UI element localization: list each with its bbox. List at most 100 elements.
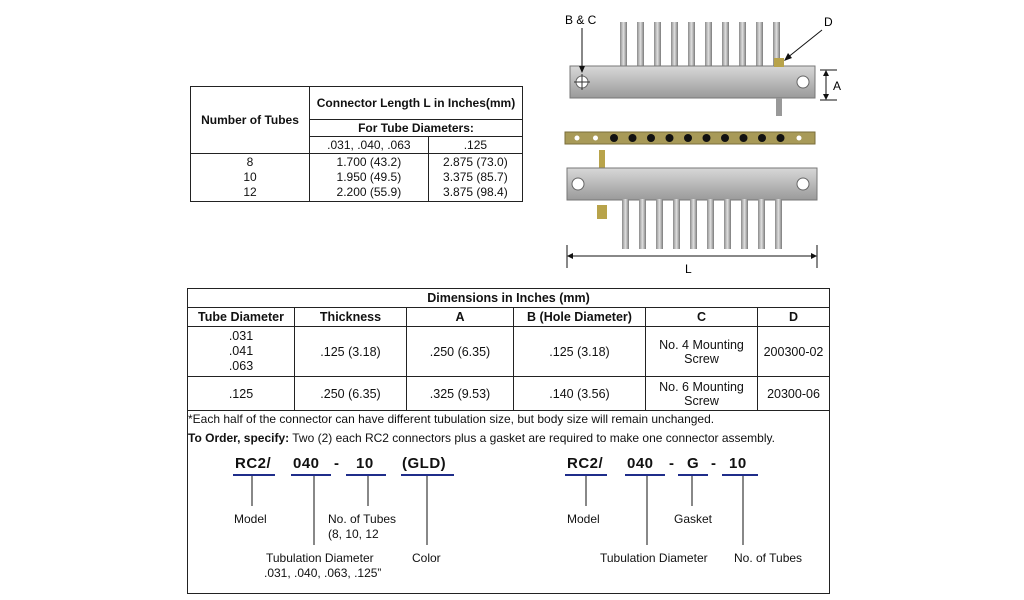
code1-label-tubes: No. of Tubes (328, 512, 397, 526)
code2-label-model: Model (567, 512, 600, 526)
hole-right (796, 75, 810, 89)
cell: 20300-06 (757, 376, 830, 411)
header-number-of-tubes: Number of Tubes (190, 86, 310, 154)
tube (775, 199, 782, 249)
screw-d (774, 58, 784, 67)
gasket-hole (610, 134, 618, 142)
label-bc: B & C (565, 13, 597, 27)
tube (673, 199, 680, 249)
table-row: .031 .041 .063 .125 (3.18) .250 (6.35) .… (187, 326, 830, 377)
order-note: To Order, specify: Two (2) each RC2 conn… (188, 431, 775, 445)
code1-label-tubulation: Tubulation Diameter (266, 551, 374, 565)
gasket-hole (593, 135, 598, 141)
tube (639, 199, 646, 249)
code1-model: RC2/ (235, 455, 272, 472)
connector-diagram: B & C D A L (564, 13, 841, 276)
cell: .125 (3.18) (513, 326, 646, 377)
col-tube-diameter: Tube Diameter (187, 307, 295, 327)
tube (637, 22, 644, 68)
gasket-hole (665, 134, 674, 142)
connector-length-table: Number of Tubes Connector Length L in In… (190, 86, 524, 202)
cell: .250 (6.35) (406, 326, 514, 377)
bottom-tubes (622, 199, 782, 249)
code1-diameter: 040 (293, 455, 320, 472)
tube (756, 22, 763, 68)
code1-label-model: Model (234, 512, 267, 526)
top-tubes (620, 22, 780, 68)
len-b-values: 2.875 (73.0) 3.375 (85.7) 3.875 (98.4) (427, 153, 524, 202)
code1-dash: - (334, 455, 340, 472)
code2-model: RC2/ (567, 455, 604, 472)
gasket-hole (647, 134, 655, 142)
tube (724, 199, 731, 249)
code2-dash2: - (711, 455, 717, 472)
tube (707, 199, 714, 249)
col-a: A (406, 307, 514, 327)
tube (620, 22, 627, 68)
code2-label-gasket: Gasket (674, 512, 713, 526)
tube (656, 199, 663, 249)
top-block (569, 65, 816, 99)
subheader-tube-diameters: For Tube Diameters: (309, 119, 523, 137)
cell: 200300-02 (757, 326, 830, 377)
cell: .125 (3.18) (294, 326, 407, 377)
tube (654, 22, 661, 68)
dimensions-table: Dimensions in Inches (mm) Tube Diameter … (187, 288, 830, 411)
tube (773, 22, 780, 68)
cell: .250 (6.35) (294, 376, 407, 411)
dimensions-title: Dimensions in Inches (mm) (187, 288, 830, 308)
tube (622, 199, 629, 249)
cell: .325 (9.53) (406, 376, 514, 411)
tube (758, 199, 765, 249)
tubes-values: 8 10 12 (190, 153, 310, 202)
gasket-hole (574, 135, 580, 141)
gasket-hole (684, 134, 692, 142)
code2-label-tubes: No. of Tubes (734, 551, 803, 565)
code2-diameter: 040 (627, 455, 654, 472)
order-label: To Order, specify: (188, 431, 290, 445)
gasket-hole (739, 134, 748, 142)
code1-label-tubes-opts: (8, 10, 12 (328, 527, 379, 541)
order-text: Two (2) each RC2 connectors plus a gaske… (289, 431, 775, 445)
tube (705, 22, 712, 68)
code2-gasket: G (687, 455, 700, 472)
tube (671, 22, 678, 68)
header-connector-length: Connector Length L in Inches(mm) (309, 86, 523, 120)
gasket-holes (574, 134, 802, 142)
gasket-hole (796, 135, 802, 141)
col-c: C (645, 307, 758, 327)
cell: .140 (3.56) (513, 376, 646, 411)
table-row: .125 .250 (6.35) .325 (9.53) .140 (3.56)… (187, 376, 830, 411)
code1-label-tubulation-opts: .031, .040, .063, .125” (264, 566, 382, 580)
col-b: B (Hole Diameter) (513, 307, 646, 327)
code1-label-color: Color (412, 551, 441, 565)
gasket-hole (758, 134, 766, 142)
label-d: D (824, 15, 833, 29)
bottom-block (566, 167, 818, 201)
tube (688, 22, 695, 68)
gasket-hole (776, 134, 785, 142)
tube (739, 22, 746, 68)
cell: No. 6 Mounting Screw (645, 376, 758, 411)
tube (690, 199, 697, 249)
cell: .125 (187, 376, 295, 411)
col-d: D (757, 307, 830, 327)
gasket-hole (721, 134, 729, 142)
label-l: L (685, 262, 692, 276)
gasket-hole (702, 134, 711, 142)
tube (741, 199, 748, 249)
code1-color: (GLD) (402, 455, 447, 472)
len-a-values: 1.700 (43.2) 1.950 (49.5) 2.200 (55.9) (309, 153, 429, 202)
cell: No. 4 Mounting Screw (645, 326, 758, 377)
dia-a: .031, .040, .063 (309, 136, 429, 154)
col-thickness: Thickness (294, 307, 407, 327)
code1-tubes: 10 (356, 455, 374, 472)
label-a: A (833, 79, 841, 93)
tube (722, 22, 729, 68)
code2-label-tubulation: Tubulation Diameter (600, 551, 708, 565)
cell: .031 .041 .063 (187, 326, 295, 377)
code2-dash1: - (669, 455, 675, 472)
dia-b: .125 (427, 136, 524, 154)
footnote: *Each half of the connector can have dif… (188, 412, 715, 426)
code2-tubes: 10 (729, 455, 747, 472)
